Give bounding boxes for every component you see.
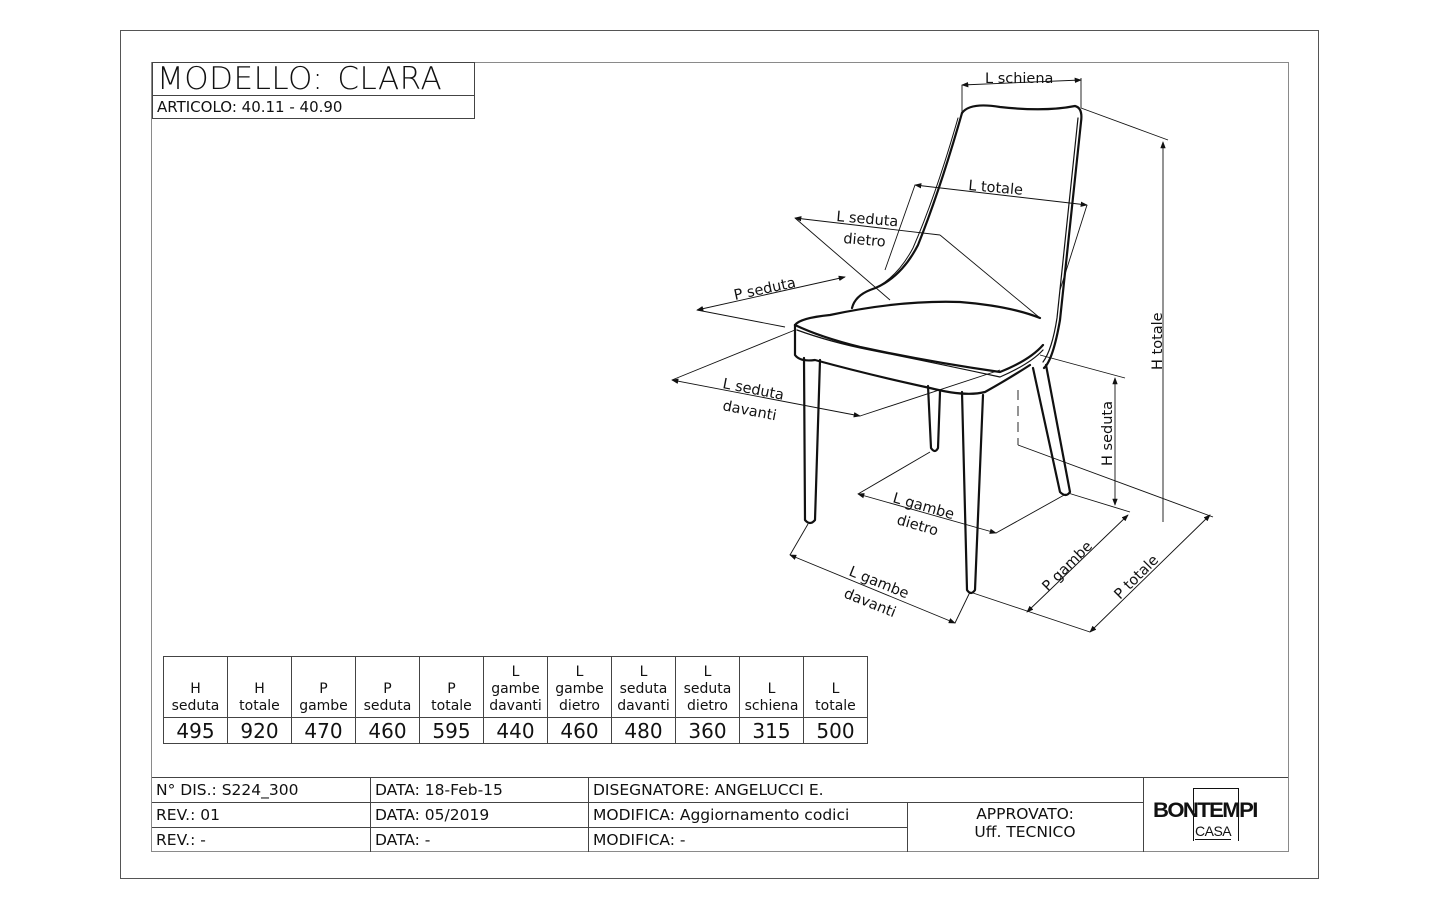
label-l-totale: L totale — [968, 178, 1024, 199]
value-l-gambe-dietro: 460 — [547, 717, 612, 744]
value-h-seduta: 495 — [163, 717, 228, 744]
footer-row-divider — [152, 827, 907, 828]
revision-2: REV.: - — [156, 831, 206, 849]
label-l-seduta-davanti-2: davanti — [721, 398, 778, 424]
revision-1-change: MODIFICA: Aggiornamento codici — [593, 806, 850, 824]
article-codes: ARTICOLO: 40.11 - 40.90 — [157, 98, 343, 116]
label-l-seduta-dietro-1: L seduta — [836, 209, 899, 230]
outer-sheet-border — [120, 30, 1319, 879]
approved-label: APPROVATO: — [976, 805, 1074, 823]
dimension-labels: L schiena L totale L seduta dietro P sed… — [721, 71, 1166, 621]
value-l-seduta-davanti: 480 — [611, 717, 676, 744]
label-l-seduta-dietro-2: dietro — [843, 231, 887, 251]
approved-by: Uff. TECNICO — [974, 823, 1076, 841]
revision-2-change: MODIFICA: - — [593, 831, 686, 849]
dimensions-value-row: 495 920 470 460 595 440 460 480 360 315 … — [163, 717, 868, 744]
model-title: MODELLO: CLARA — [153, 63, 474, 96]
date-created: DATA: 18-Feb-15 — [375, 781, 503, 799]
footer-row-divider — [152, 802, 1143, 803]
footer-col-divider — [370, 778, 371, 852]
chair-outline — [793, 104, 1083, 595]
footer-col-divider — [588, 778, 589, 852]
value-p-totale: 595 — [419, 717, 484, 744]
chair-technical-drawing: L schiena L totale L seduta dietro P sed… — [671, 71, 1214, 633]
revision-1-date: DATA: 05/2019 — [375, 806, 490, 824]
inner-sheet-border — [151, 62, 1289, 852]
approval-block: APPROVATO: Uff. TECNICO — [907, 805, 1143, 841]
value-l-schiena: 315 — [739, 717, 804, 744]
label-l-schiena: L schiena — [985, 71, 1053, 87]
logo-brand-text: BONTEMPI — [1153, 799, 1258, 822]
value-h-totale: 920 — [227, 717, 292, 744]
model-label: MODELLO: — [157, 61, 324, 97]
label-p-totale: P totale — [1112, 552, 1163, 603]
title-block: MODELLO: CLARA ARTICOLO: 40.11 - 40.90 — [152, 62, 475, 119]
label-h-totale: H totale — [1150, 312, 1166, 370]
revision-1: REV.: 01 — [156, 806, 220, 824]
drawing-number: N° DIS.: S224_300 — [156, 781, 299, 799]
bontempi-casa-logo: BONTEMPI CASA — [1145, 778, 1288, 852]
dimension-lines — [671, 77, 1214, 633]
model-name: CLARA — [337, 61, 443, 97]
label-h-seduta: H seduta — [1100, 401, 1116, 466]
footer-col-divider — [1143, 778, 1144, 852]
drawing-footer-block: N° DIS.: S224_300 DATA: 18-Feb-15 DISEGN… — [152, 777, 1288, 853]
footer-col-divider — [907, 802, 908, 852]
value-l-gambe-davanti: 440 — [483, 717, 548, 744]
label-p-seduta: P seduta — [733, 275, 798, 304]
value-l-totale: 500 — [803, 717, 868, 744]
value-p-gambe: 470 — [291, 717, 356, 744]
logo-frame — [1193, 788, 1239, 841]
label-p-gambe: P gambe — [1040, 538, 1096, 594]
designer: DISEGNATORE: ANGELUCCI E. — [593, 781, 824, 799]
value-l-seduta-dietro: 360 — [675, 717, 740, 744]
logo-sub-text: CASA — [1195, 823, 1232, 840]
value-p-seduta: 460 — [355, 717, 420, 744]
revision-2-date: DATA: - — [375, 831, 431, 849]
